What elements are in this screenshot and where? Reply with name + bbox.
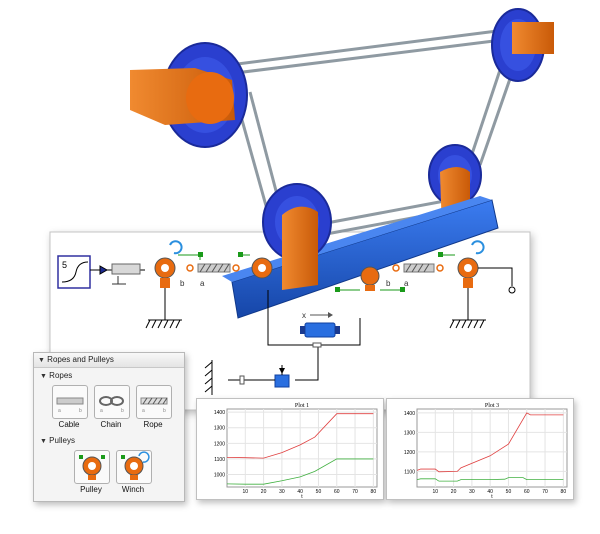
x-tick-label: 30 [469, 489, 475, 495]
schematic-pulley-1-icon[interactable] [145, 240, 183, 329]
plot-title: Plot 1 [295, 403, 309, 409]
x-tick-label: 80 [561, 489, 567, 495]
plot-3-chart: Plot 3 10 20 30 40 50 60 70 80 1100 1200 1300 1400 t [404, 403, 568, 499]
pulley-tile[interactable] [74, 450, 110, 484]
x-axis-label: t [301, 494, 303, 499]
x-tick-label: 50 [506, 489, 512, 495]
svg-text:a: a [58, 408, 61, 414]
series-line-2 [416, 477, 564, 482]
port-a-label-2: a [404, 279, 409, 288]
top-right-pulley-icon [491, 8, 554, 82]
winch-icon [121, 451, 150, 480]
step-source-block[interactable]: 5 [57, 255, 91, 289]
y-tick-label: 1400 [404, 411, 415, 417]
x-tick-label: 20 [451, 489, 457, 495]
x-tick-label: 40 [297, 489, 303, 495]
x-tick-label: 80 [371, 489, 377, 495]
schematic-pulley-2-icon[interactable] [251, 257, 273, 279]
x-tick-label: 50 [316, 489, 322, 495]
plot-frame [416, 408, 568, 488]
schematic-rope-segment: a b [180, 263, 240, 288]
svg-text:b: b [163, 408, 166, 414]
winch-label: Winch [121, 485, 145, 494]
series-line-1 [416, 412, 564, 473]
winch-tile[interactable] [116, 450, 152, 484]
svg-text:a: a [100, 408, 103, 414]
x-tick-label: 10 [243, 489, 249, 495]
y-tick-label: 1100 [214, 457, 225, 463]
schematic-pulley-4-icon[interactable] [449, 240, 516, 329]
collapse-icon[interactable]: ▼ [40, 373, 47, 380]
schematic-pulley-3-icon[interactable] [335, 266, 405, 292]
axis-x-label: x [302, 311, 306, 320]
collapse-icon[interactable]: ▼ [38, 357, 45, 364]
actuator-block[interactable] [111, 263, 141, 285]
rope-label: Rope [143, 420, 163, 429]
schematic-rope-segment-right: a b [386, 263, 444, 288]
collapse-icon[interactable]: ▼ [40, 438, 47, 445]
y-tick-label: 1400 [214, 410, 225, 416]
x-tick-label: 40 [487, 489, 493, 495]
x-tick-label: 60 [524, 489, 530, 495]
step-value-label: 5 [62, 260, 67, 270]
position-sensor[interactable] [204, 342, 322, 395]
x-tick-label: 20 [261, 489, 267, 495]
x-tick-label: 30 [279, 489, 285, 495]
pulleys-section-header[interactable]: ▼ Pulleys [40, 436, 75, 445]
y-tick-label: 1300 [214, 426, 225, 432]
pulley-icon [79, 455, 105, 480]
y-tick-label: 1300 [404, 430, 415, 436]
plot-3-window[interactable]: Plot 3 10 20 30 40 50 60 70 80 1100 1200 1300 1400 t [386, 398, 574, 500]
x-tick-label: 60 [334, 489, 340, 495]
y-tick-label: 1000 [214, 473, 225, 479]
y-tick-label: 1200 [214, 441, 225, 447]
x-tick-label: 70 [542, 489, 548, 495]
mid-right-pulley-icon [428, 144, 482, 232]
top-left-pulley-icon [130, 42, 248, 148]
port-b-label: b [180, 279, 185, 288]
cable-label: Cable [58, 420, 80, 429]
port-b-label-2: b [386, 279, 391, 288]
plot-frame [226, 408, 378, 488]
library-header[interactable]: ▼ Ropes and Pulleys [34, 353, 184, 368]
x-tick-label: 70 [352, 489, 358, 495]
chain-label: Chain [100, 420, 122, 429]
plot-title: Plot 3 [485, 403, 499, 409]
y-tick-label: 1100 [404, 469, 415, 475]
x-tick-label: 10 [433, 489, 439, 495]
plot-1-window[interactable]: Plot 1 10 20 30 40 50 60 70 80 1000 1100 1200 1300 14… [196, 398, 384, 500]
svg-text:b: b [121, 408, 124, 414]
mid-left-pulley-icon [262, 183, 332, 290]
plot-1-chart: Plot 1 10 20 30 40 50 60 70 80 1000 1100 1200 1300 14… [214, 403, 378, 499]
svg-text:a: a [142, 408, 145, 414]
x-axis-label: t [491, 494, 493, 499]
ropes-section-header[interactable]: ▼ Ropes [40, 371, 73, 380]
series-line-2 [226, 458, 374, 485]
library-title: Ropes and Pulleys [47, 355, 114, 364]
pulley-label: Pulley [80, 485, 102, 494]
port-a-label: a [200, 279, 205, 288]
green-connector-lines [178, 252, 455, 260]
y-tick-label: 1200 [404, 450, 415, 456]
svg-text:b: b [79, 408, 82, 414]
series-line-1 [226, 413, 374, 459]
